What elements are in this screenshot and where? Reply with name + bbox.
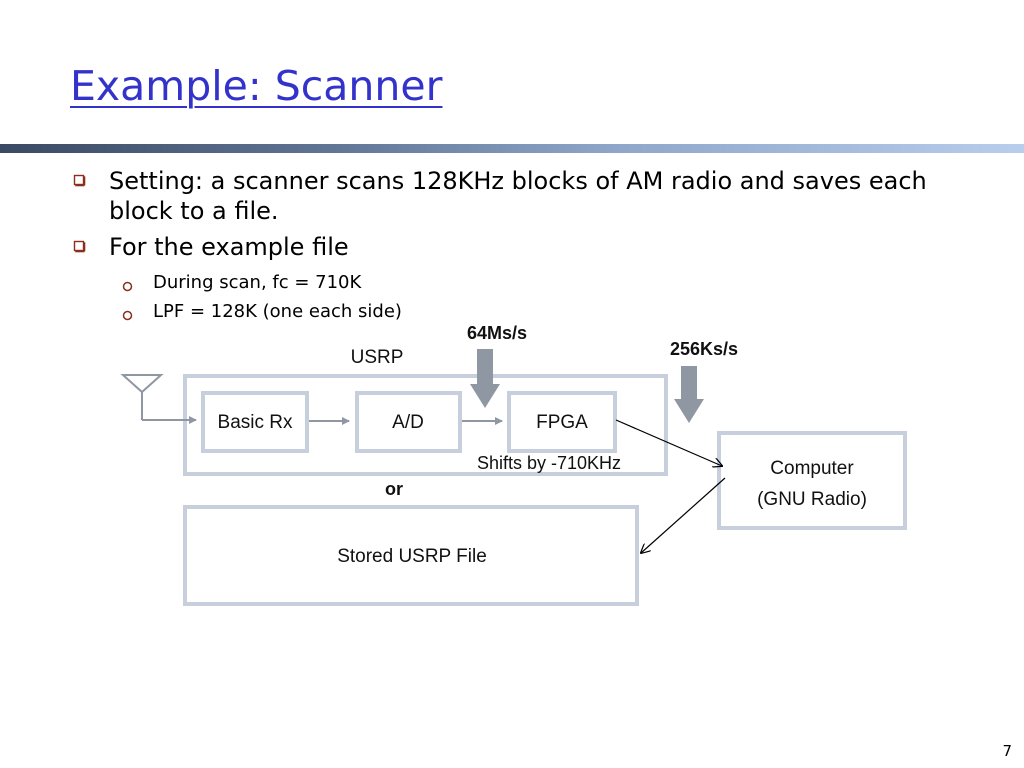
- output-rate-arrow: [674, 366, 704, 423]
- usrp-label: USRP: [351, 347, 404, 368]
- hollow-circle-bullet-icon: [122, 272, 153, 299]
- hollow-circle-bullet-icon: [122, 301, 153, 328]
- computer-label-line1: Computer: [770, 458, 854, 479]
- computer-block: [717, 431, 907, 530]
- basic-rx-block: [201, 391, 309, 453]
- bullet-text: Setting: a scanner scans 128KHz blocks o…: [109, 167, 927, 225]
- stored-file-label: Stored USRP File: [337, 546, 487, 567]
- fpga-to-computer-arrow: [615, 419, 722, 466]
- bullet-text: For the example file: [109, 233, 349, 261]
- ad-label: A/D: [392, 412, 424, 433]
- sub-bullet-item: LPF = 128K (one each side): [122, 301, 402, 328]
- sub-bullet-item: During scan, fc = 710K: [122, 272, 361, 299]
- shift-note: Shifts by -710KHz: [477, 453, 621, 473]
- hollow-square-bullet-icon: [72, 166, 109, 188]
- fpga-block: [507, 391, 617, 453]
- antenna-icon: [120, 374, 164, 420]
- sub-bullet-text: During scan, fc = 710K: [153, 272, 362, 293]
- fpga-label: FPGA: [536, 412, 588, 433]
- ad-block: [355, 391, 462, 453]
- hollow-square-bullet-icon: [72, 232, 109, 254]
- computer-to-file-arrow: [641, 477, 726, 553]
- sub-bullet-text: LPF = 128K (one each side): [153, 301, 402, 322]
- title-divider: [0, 144, 1024, 153]
- input-rate-label: 64Ms/s: [467, 323, 527, 343]
- input-rate-arrow: [470, 349, 500, 408]
- or-label: or: [385, 479, 403, 499]
- output-rate-label: 256Ks/s: [670, 339, 738, 359]
- page-number: 7: [1002, 742, 1012, 760]
- stored-file-block: [183, 505, 639, 606]
- slide-title: Example: Scanner: [70, 62, 443, 110]
- bullet-item: Setting: a scanner scans 128KHz blocks o…: [72, 166, 949, 226]
- computer-label-line2: (GNU Radio): [757, 489, 867, 510]
- bullet-item: For the example file: [72, 232, 949, 262]
- basic-rx-label: Basic Rx: [218, 412, 293, 433]
